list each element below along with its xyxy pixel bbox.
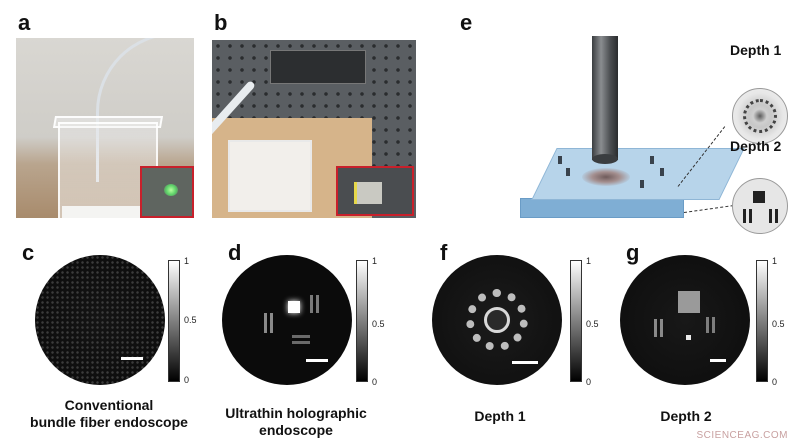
resolution-target-mark — [640, 180, 644, 188]
scale-bar-g — [710, 359, 726, 362]
photo-optical-table — [212, 40, 416, 218]
leader-line-depth2 — [683, 205, 734, 213]
resolution-target-mark — [660, 168, 664, 176]
depth1-ring-pattern — [743, 99, 777, 133]
target-bars — [292, 341, 310, 344]
sample-dish — [228, 140, 312, 212]
target-bars — [316, 295, 319, 313]
colorbar-tick-min: 0 — [586, 377, 592, 387]
colorbar-d — [356, 260, 368, 382]
caption-d: Ultrathin holographic endoscope — [206, 405, 386, 439]
target-bars — [264, 313, 267, 333]
caption-c-line1: Conventional — [64, 397, 154, 413]
depth2-square — [753, 191, 765, 203]
panel-letter-f: f — [440, 240, 448, 265]
panel-letter-b: b — [214, 10, 228, 35]
target-bars — [660, 319, 663, 337]
colorbar-tick-max: 1 — [372, 256, 378, 266]
colorbar-c — [168, 260, 180, 382]
caption-c-line2: bundle fiber endoscope — [30, 414, 188, 430]
panel-letter-g: g — [626, 240, 640, 265]
colorbar-tick-min: 0 — [372, 377, 378, 387]
target-bars — [712, 317, 715, 333]
star-target-core — [484, 307, 510, 333]
panel-letter-a: a — [18, 10, 31, 35]
colorbar-tick-mid: 0.5 — [586, 319, 599, 329]
endoscope-image-holographic — [222, 255, 352, 385]
panel-letter-d: d — [228, 240, 242, 265]
optics-mount — [270, 50, 366, 84]
inset-objective — [336, 166, 414, 216]
target-bars — [706, 317, 709, 333]
endoscope-probe — [592, 36, 618, 160]
colorbar-g — [756, 260, 768, 382]
photo-fiber-setup — [16, 38, 194, 218]
colorbar-tick-mid: 0.5 — [372, 319, 385, 329]
star-target-ring — [466, 289, 528, 351]
target-bars — [310, 295, 313, 313]
resolution-target-mark — [558, 156, 562, 164]
colorbar-f — [570, 260, 582, 382]
schematic-depth-imaging: Depth 1 Depth 2 — [500, 28, 800, 234]
panel-letter-c: c — [22, 240, 35, 265]
sample-slab-front — [520, 198, 684, 218]
colorbar-tick-max: 1 — [586, 256, 592, 266]
watermark: SCIENCEAG.COM — [696, 430, 788, 441]
fiber-tube — [96, 38, 194, 182]
endoscope-image-depth2 — [620, 255, 750, 385]
colorbar-tick-max: 1 — [184, 256, 190, 266]
depth2-label: Depth 2 — [730, 138, 782, 154]
bright-dot — [686, 335, 691, 340]
target-bars — [292, 335, 310, 338]
depth2-zoom-view — [732, 178, 788, 234]
endoscope-image-bundle — [35, 255, 165, 385]
inset-laser-spot — [140, 166, 194, 218]
caption-g: Depth 2 — [660, 408, 712, 424]
objective-lens — [354, 182, 382, 204]
probe-tip — [592, 154, 618, 164]
resolution-target-mark — [566, 168, 570, 176]
target-sheet — [62, 206, 154, 218]
colorbar-tick-mid: 0.5 — [772, 319, 785, 329]
panel-letter-e: e — [460, 10, 473, 35]
caption-c: Conventional bundle fiber endoscope — [14, 397, 204, 431]
caption-f: Depth 1 — [474, 408, 526, 424]
depth2-bars — [769, 209, 772, 223]
laser-glow — [164, 184, 178, 196]
endoscope-image-depth1 — [432, 255, 562, 385]
colorbar-tick-min: 0 — [772, 377, 778, 387]
illumination-spot — [582, 168, 630, 186]
sample-slab-top — [531, 148, 745, 200]
depth2-bars — [743, 209, 746, 223]
colorbar-tick-max: 1 — [772, 256, 778, 266]
bright-square — [678, 291, 700, 313]
target-bars — [270, 313, 273, 333]
caption-d-line1: Ultrathin holographic — [225, 405, 367, 421]
colorbar-tick-min: 0 — [184, 375, 190, 385]
caption-d-line2: endoscope — [259, 422, 333, 438]
depth1-zoom-view — [732, 88, 788, 144]
scale-bar-f — [512, 361, 538, 364]
bright-spot — [288, 301, 300, 313]
depth2-bars — [775, 209, 778, 223]
resolution-target-mark — [650, 156, 654, 164]
target-bars — [654, 319, 657, 337]
scale-bar-c — [121, 357, 143, 360]
colorbar-tick-mid: 0.5 — [184, 315, 197, 325]
depth1-label: Depth 1 — [730, 42, 782, 58]
depth2-bars — [749, 209, 752, 223]
scale-bar-d — [306, 359, 328, 362]
